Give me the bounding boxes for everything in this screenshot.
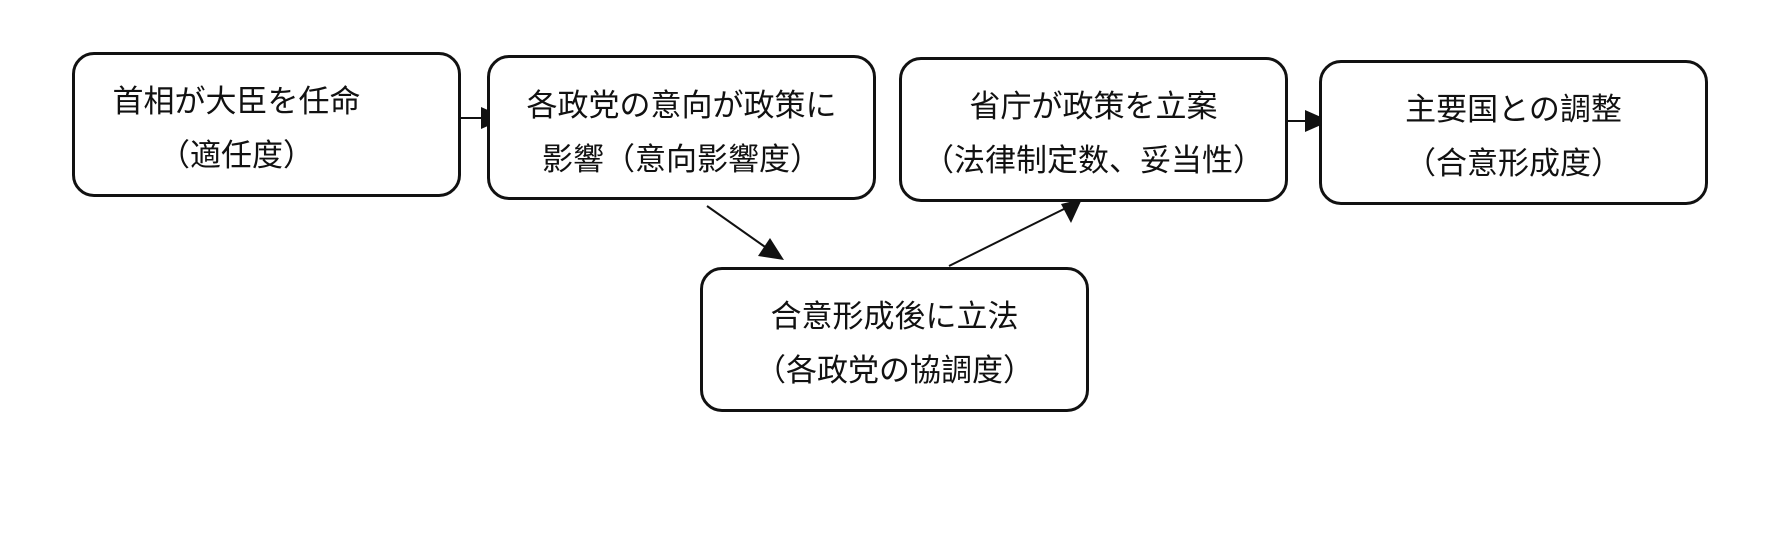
node-appoint-ministers-title: 首相が大臣を任命 [112,84,361,120]
node-ministry-drafting: 省庁が政策を立案 （法律制定数、妥当性） [899,57,1288,202]
arrowhead-legislation-to-ministries [1061,199,1082,223]
node-international-coordination-metric: （合意形成度） [1405,146,1622,182]
arrow-parties-to-legislation [706,205,769,250]
node-party-influence: 各政党の意向が政策に 影響（意向影響度） [487,55,876,200]
node-international-coordination: 主要国との調整 （合意形成度） [1319,60,1708,205]
node-appoint-ministers-metric: （適任度） [159,138,314,174]
node-ministry-drafting-metric: （法律制定数、妥当性） [923,143,1264,179]
node-appoint-ministers: 首相が大臣を任命 （適任度） [72,52,461,197]
node-legislation-metric: （各政党の協調度） [755,353,1034,389]
node-legislation-title: 合意形成後に立法 [770,299,1019,335]
node-legislation: 合意形成後に立法 （各政党の協調度） [700,267,1089,412]
arrowhead-parties-to-legislation [758,238,784,260]
node-party-influence-metric: 影響（意向影響度） [542,142,821,178]
node-party-influence-title: 各政党の意向が政策に [526,88,837,124]
node-international-coordination-title: 主要国との調整 [1405,92,1622,128]
arrowhead-ministries-to-international [1305,110,1330,132]
arrow-legislation-to-ministries [948,207,1067,267]
node-ministry-drafting-title: 省庁が政策を立案 [969,89,1218,125]
